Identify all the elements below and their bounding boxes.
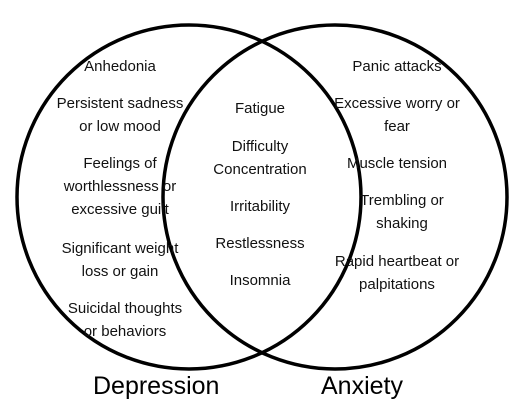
depression-item: Feelings of worthlessness or excessive g… bbox=[63, 155, 177, 218]
depression-item: Anhedonia bbox=[84, 58, 156, 75]
depression-item: Suicidal thoughts or behaviors bbox=[67, 300, 183, 340]
anxiety-item: Rapid heartbeat or palpitations bbox=[334, 253, 460, 293]
depression-item: Significant weight loss or gain bbox=[61, 240, 179, 280]
overlap-item: Irritability bbox=[229, 198, 290, 215]
overlap-item: Difficulty Concentration bbox=[213, 138, 307, 178]
overlap-item: Insomnia bbox=[229, 272, 291, 289]
anxiety-label: Anxiety bbox=[321, 372, 403, 400]
anxiety-item: Excessive worry or fear bbox=[334, 95, 460, 135]
anxiety-circle bbox=[161, 23, 509, 371]
overlap-item: Fatigue bbox=[234, 100, 286, 117]
anxiety-item: Panic attacks bbox=[352, 58, 442, 75]
anxiety-item: Trembling or shaking bbox=[360, 192, 444, 232]
depression-item: Persistent sadness or low mood bbox=[56, 95, 184, 135]
anxiety-item: Muscle tension bbox=[346, 155, 448, 172]
depression-label: Depression bbox=[93, 372, 220, 400]
overlap-item: Restlessness bbox=[215, 235, 305, 252]
depression-circle bbox=[15, 23, 363, 371]
